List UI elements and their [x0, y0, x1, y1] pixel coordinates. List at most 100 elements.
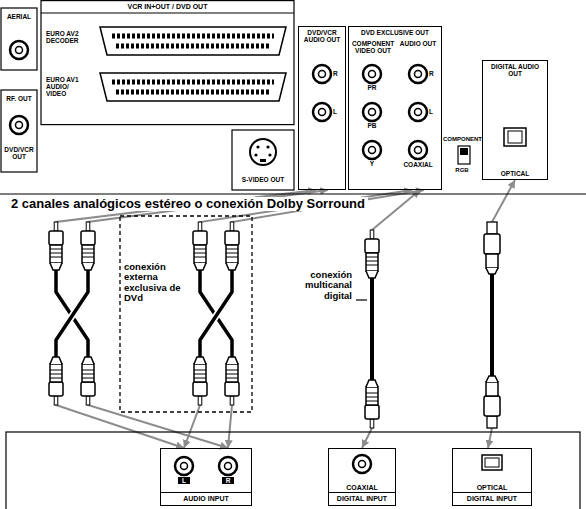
- box-label: AUDIO INPUT: [161, 492, 251, 505]
- panel-heading: VCR IN+OUT / DVD OUT: [41, 3, 294, 11]
- optical-port: [482, 455, 502, 470]
- channel-label: R: [333, 70, 343, 77]
- channel-label: R: [429, 70, 439, 77]
- analog-cable: [56, 270, 88, 357]
- port-label: AERIAL: [1, 13, 37, 20]
- channel-badge: R: [222, 477, 234, 484]
- jack-symbol: [409, 65, 427, 83]
- box-label: DVD/VCR AUDIO OUT: [301, 29, 343, 43]
- section-heading: 2 canales analógicos estéreo o conexión …: [8, 197, 368, 211]
- jack-symbol: [409, 103, 427, 121]
- jack-symbol: [353, 455, 371, 473]
- coaxial-cable: [365, 230, 379, 278]
- input-panel: AUDIO INPUT: [160, 448, 252, 506]
- s-video-socket: [250, 139, 276, 165]
- optical-port: [504, 128, 526, 146]
- cable-connector: [200, 190, 412, 448]
- jack-label: COAXIAL: [396, 161, 440, 168]
- connector-label: EURO AV2 DECODER: [46, 30, 90, 44]
- panel-outline: [41, 12, 294, 13]
- analog-cable: [56, 270, 88, 357]
- jack-symbol: [10, 41, 427, 475]
- group-label: AUDIO OUT: [398, 40, 438, 47]
- jack-label: PB: [362, 122, 382, 129]
- box-label: DIGITAL INPUT: [453, 492, 531, 505]
- group-label: COMPONENT VIDEO OUT: [350, 40, 396, 54]
- panel-outline: [1, 8, 37, 70]
- port-label: S-VIDEO OUT: [232, 176, 294, 183]
- s-video-socket: [254, 153, 257, 156]
- analog-cable: [193, 222, 207, 270]
- port-label: DVD/VCR OUT: [1, 146, 37, 160]
- panel-outline: [232, 130, 294, 190]
- selector-switch: [458, 146, 470, 164]
- jack-symbol: [409, 141, 427, 159]
- optical-port: [508, 131, 522, 143]
- jack-symbol: [10, 116, 28, 134]
- coaxial-cable: [365, 380, 379, 428]
- jack-symbol: [363, 141, 381, 159]
- s-video-socket: [250, 139, 276, 165]
- s-video-socket: [260, 159, 266, 162]
- channel-badge: L: [178, 477, 190, 484]
- analog-cable: [193, 357, 207, 405]
- box-label: DIGITAL AUDIO OUT: [485, 63, 545, 77]
- scart-connector: [116, 90, 270, 95]
- scart-connector: [100, 73, 286, 101]
- box-label: DIGITAL INPUT: [329, 492, 395, 505]
- analog-cable: [81, 222, 95, 270]
- panel-outline: [0, 193, 586, 194]
- jack-symbol: [10, 41, 28, 59]
- analog-cable: [49, 222, 63, 270]
- analog-cable: [49, 222, 95, 405]
- port-label: RF. OUT: [1, 95, 37, 102]
- jack-label: Y: [362, 160, 382, 167]
- analog-cable: [56, 270, 88, 357]
- optical-cable: [490, 274, 494, 376]
- output-panel: DIGITAL AUDIO OUT OPTICAL: [482, 60, 548, 180]
- panel-outline: [41, 1, 294, 125]
- jack-symbol: [175, 457, 193, 475]
- input-panel: OPTICALDIGITAL INPUT: [452, 448, 532, 506]
- switch-label: RGB: [443, 167, 481, 174]
- cable-connector: [56, 190, 328, 448]
- dashed-bracket: [120, 216, 252, 412]
- jack-symbol: [219, 457, 237, 475]
- analog-cable: [200, 270, 232, 357]
- leader-line: [356, 299, 367, 300]
- jack-symbol: [313, 103, 331, 121]
- coaxial-cable: [370, 278, 374, 380]
- jack-label: PR: [362, 84, 382, 91]
- optical-cable: [484, 222, 500, 274]
- panel-outline: [1, 90, 37, 172]
- switch-label: COMPONENT: [443, 136, 481, 143]
- scart-connector: [116, 44, 270, 49]
- panel-outline: [0, 1, 586, 194]
- analog-cable: [225, 222, 239, 270]
- analog-cable: [200, 270, 232, 357]
- analog-cable: [200, 270, 232, 357]
- box-label: DVD EXCLUSIVE OUT: [351, 29, 439, 36]
- box-label: OPTICAL: [485, 170, 545, 177]
- cable-connector: [184, 190, 424, 448]
- selector-switch: [458, 146, 470, 164]
- jack-symbol: [313, 65, 331, 83]
- s-video-socket: [266, 145, 269, 148]
- scart-connector: [112, 34, 274, 39]
- cable-connector: [56, 190, 316, 448]
- optical-port: [485, 458, 499, 467]
- output-panel: DVD/VCR AUDIO OUT: [298, 26, 346, 190]
- callout-text: conexión externa exclusiva de DVd: [124, 262, 192, 304]
- analog-cable: [81, 357, 95, 405]
- selector-switch: [460, 148, 468, 155]
- analog-cable: [193, 222, 239, 405]
- optical-cable: [484, 222, 500, 428]
- receiver-outline: [6, 432, 580, 509]
- connector-label: EURO AV1 AUDIO/ VIDEO: [46, 76, 90, 97]
- jack-symbol: [363, 103, 381, 121]
- coaxial-cable: [365, 230, 379, 428]
- analog-cable: [49, 357, 63, 405]
- input-panel: COAXIALDIGITAL INPUT: [328, 448, 396, 506]
